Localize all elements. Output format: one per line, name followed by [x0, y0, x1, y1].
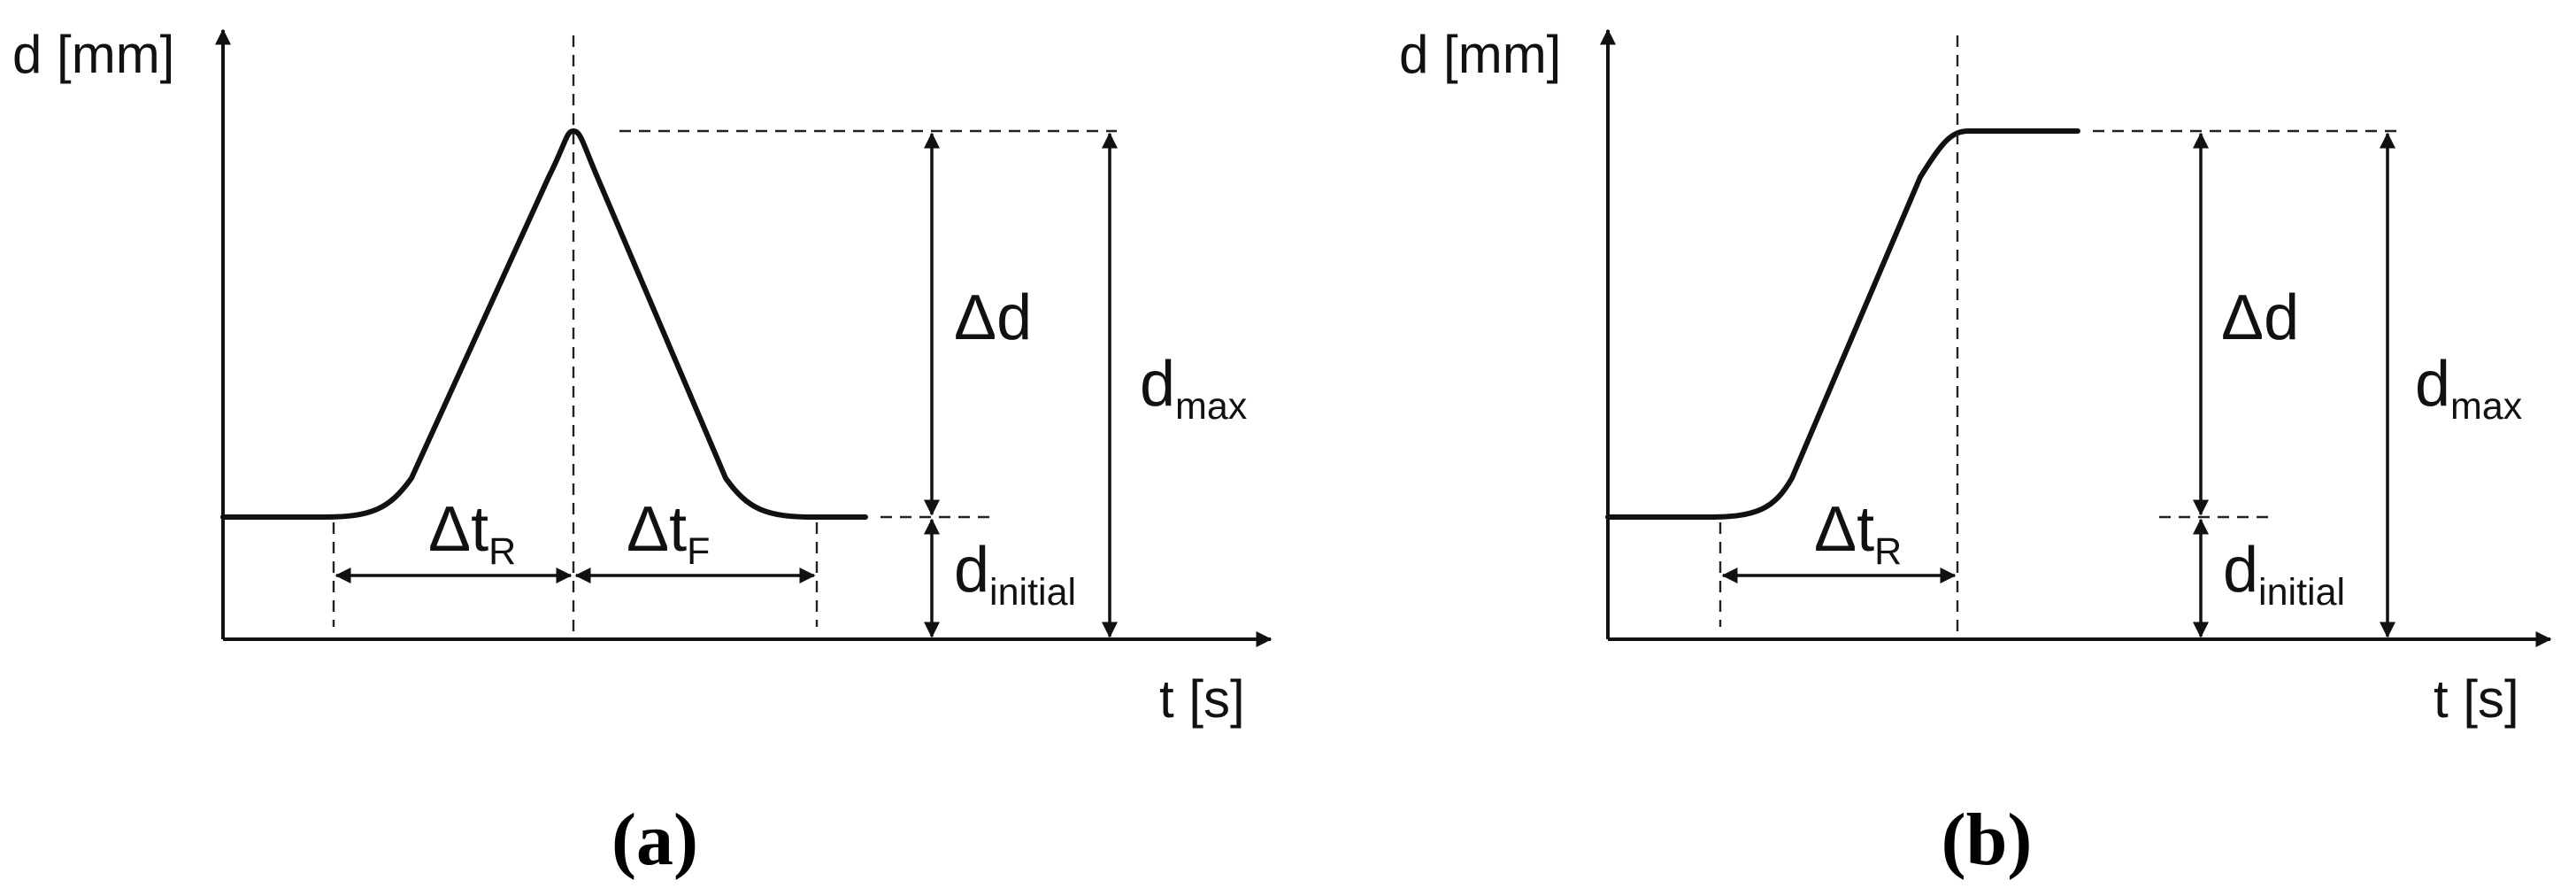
panel-a-rise-time-label: ΔtR	[428, 494, 516, 573]
panel-b-d-max-label: dmax	[2415, 349, 2523, 428]
panel-b: d [mm] t [s] Δd dmax dinitial ΔtR (b)	[1399, 25, 2552, 881]
panel-b-caption: (b)	[1942, 799, 2033, 881]
panel-a-y-axis-label: d [mm]	[12, 25, 174, 84]
panel-a-caption: (a)	[611, 799, 698, 881]
panel-b-x-axis-label: t [s]	[2434, 669, 2519, 729]
panel-b-rise-time-label: ΔtR	[1814, 494, 1902, 573]
panel-a-delta-d-label: Δd	[954, 282, 1032, 353]
panel-a: d [mm] t [s] Δd dmax dinitial ΔtR ΔtF (a…	[12, 25, 1273, 881]
panel-b-d-initial-label: dinitial	[2223, 535, 2345, 614]
panel-a-fall-time-label: ΔtF	[627, 494, 710, 573]
panel-b-y-axis-label: d [mm]	[1399, 25, 1561, 84]
panel-a-d-initial-label: dinitial	[954, 535, 1076, 614]
panel-b-displacement-curve	[1605, 128, 2080, 520]
panel-a-x-axis-label: t [s]	[1159, 669, 1245, 729]
panel-a-d-max-label: dmax	[1140, 349, 1248, 428]
panel-a-displacement-curve	[220, 128, 868, 520]
panel-b-delta-d-label: Δd	[2221, 282, 2299, 353]
